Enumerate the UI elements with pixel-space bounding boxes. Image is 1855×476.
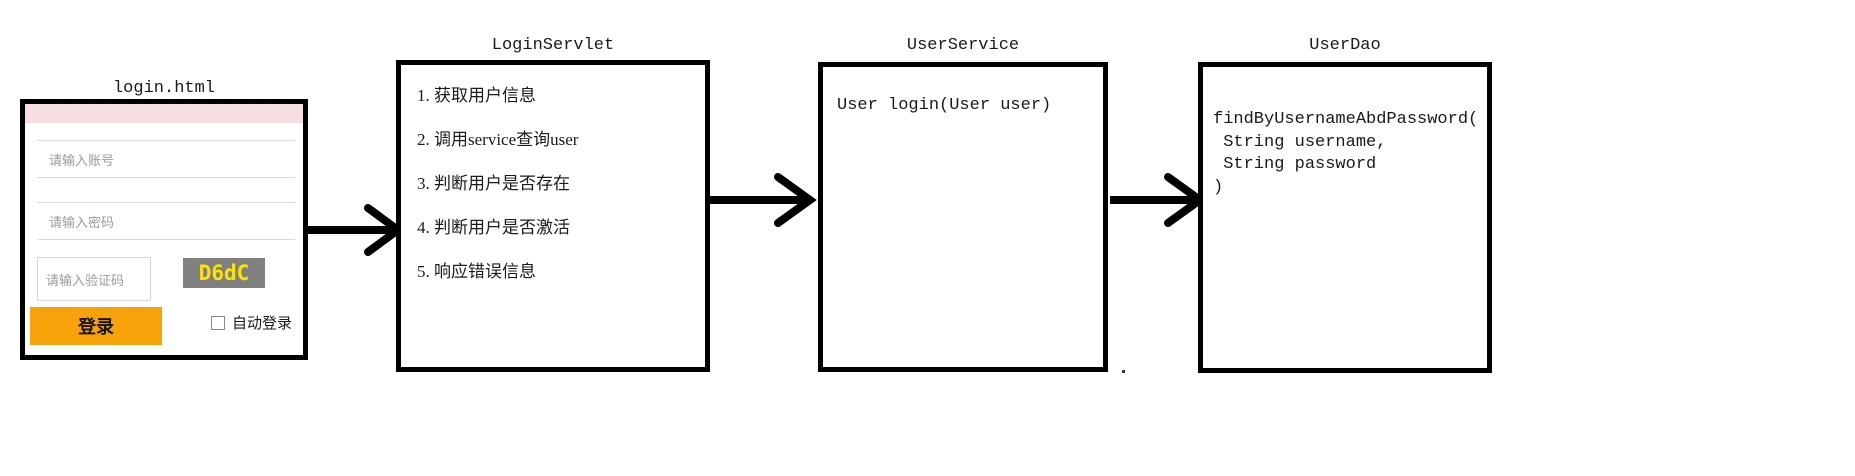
- captcha-code-text: D6dC: [198, 261, 250, 285]
- user-service-box: User login(User user): [818, 62, 1108, 372]
- login-page-mock: 请输入账号 请输入密码 请输入验证码 D6dC 登录 自动登录: [25, 104, 303, 355]
- user-dao-box: findByUsernameAbdPassword( String userna…: [1198, 62, 1492, 373]
- login-header-strip: [25, 104, 303, 123]
- login-html-title: login.html: [112, 79, 216, 98]
- user-service-signature: User login(User user): [837, 96, 1052, 115]
- list-item: 3. 判断用户是否存在: [417, 174, 570, 193]
- captcha-placeholder: 请输入验证码: [46, 273, 125, 289]
- login-servlet-step-list: 1. 获取用户信息 2. 调用service查询user 3. 判断用户是否存在…: [417, 87, 697, 307]
- password-input[interactable]: 请输入密码: [37, 202, 295, 240]
- user-dao-signature: findByUsernameAbdPassword( String userna…: [1213, 110, 1479, 197]
- list-item: 4. 判断用户是否激活: [417, 218, 570, 237]
- auto-login-label: 自动登录: [232, 314, 293, 332]
- list-item: 2. 调用service查询user: [417, 130, 579, 149]
- user-dao-title: UserDao: [1309, 36, 1381, 55]
- user-service-title: UserService: [906, 36, 1020, 55]
- login-servlet-box: 1. 获取用户信息 2. 调用service查询user 3. 判断用户是否存在…: [396, 60, 710, 372]
- login-submit-button[interactable]: 登录: [30, 307, 162, 345]
- stray-dot-artifact: [1122, 370, 1125, 373]
- auto-login-checkbox[interactable]: [211, 315, 225, 330]
- arrow-service-to-dao-icon: [1108, 160, 1208, 245]
- list-item: 1. 获取用户信息: [417, 86, 536, 105]
- account-placeholder: 请输入账号: [49, 153, 115, 169]
- arrow-servlet-to-service-icon: [708, 160, 818, 245]
- account-input[interactable]: 请输入账号: [37, 140, 295, 178]
- login-html-box: 请输入账号 请输入密码 请输入验证码 D6dC 登录 自动登录: [20, 99, 308, 360]
- password-placeholder: 请输入密码: [49, 215, 115, 231]
- auto-login-row[interactable]: 自动登录: [211, 312, 292, 333]
- list-item: 5. 响应错误信息: [417, 262, 536, 281]
- arrow-login-to-servlet-icon: [306, 190, 406, 275]
- captcha-input[interactable]: 请输入验证码: [37, 257, 151, 301]
- login-servlet-title: LoginServlet: [491, 36, 615, 55]
- captcha-image[interactable]: D6dC: [183, 258, 265, 288]
